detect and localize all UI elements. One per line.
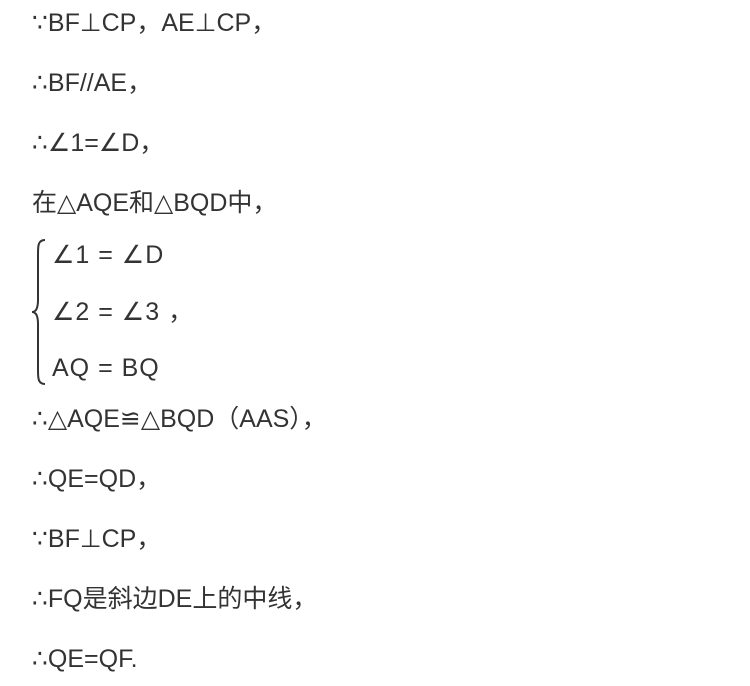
- proof-line-4: 在△AQE和△BQD中，: [32, 189, 278, 217]
- proof-line-8: ∴FQ是斜边DE上的中线，: [32, 585, 318, 613]
- proof-line-6: ∴QE=QD，: [32, 465, 162, 493]
- proof-line-9: ∴QE=QF.: [32, 645, 138, 673]
- proof-line-1: ∵BF⊥CP，AE⊥CP，: [32, 9, 277, 37]
- proof-line-3: ∴∠1=∠D，: [32, 129, 165, 157]
- system-row-3: AQ = BQ: [52, 354, 160, 382]
- proof-line-5: ∴△AQE≌△BQD（AAS），: [32, 405, 327, 433]
- equation-system: ∠1 = ∠D ∠2 = ∠3 ， AQ = BQ: [30, 238, 330, 386]
- system-row-1: ∠1 = ∠D: [52, 241, 165, 269]
- system-row-2: ∠2 = ∠3 ，: [52, 298, 195, 326]
- left-brace-icon: [31, 239, 46, 385]
- proof-line-2: ∴BF//AE，: [32, 69, 153, 97]
- proof-line-7: ∵BF⊥CP，: [32, 525, 162, 553]
